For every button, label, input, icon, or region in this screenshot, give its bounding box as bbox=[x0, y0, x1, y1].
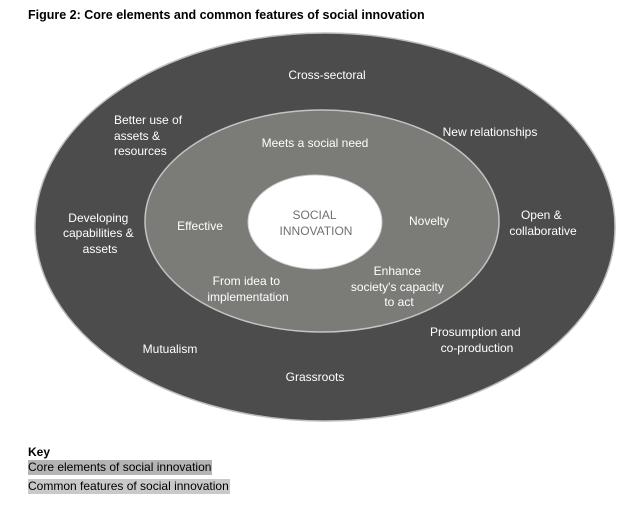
label-line: Meets a social need bbox=[262, 136, 369, 150]
label-line: Cross-sectoral bbox=[288, 68, 365, 82]
core-enhance-capacity: Enhance society's capacity to act bbox=[351, 264, 447, 309]
figure-title: Figure 2: Core elements and common featu… bbox=[28, 8, 425, 22]
social-innovation-diagram: SOCIAL INNOVATION Meets a social need Ef… bbox=[34, 32, 616, 422]
key-title: Key bbox=[28, 445, 51, 459]
core-meets-social-need: Meets a social need bbox=[262, 136, 369, 150]
label-line: assets bbox=[83, 242, 118, 256]
label-line: Novelty bbox=[409, 214, 449, 228]
key-core-elements: Core elements of social innovation bbox=[28, 460, 213, 475]
label-line: co-production bbox=[441, 341, 514, 355]
center-label-line: SOCIAL bbox=[293, 208, 337, 222]
label-line: Effective bbox=[177, 219, 223, 233]
label-line: resources bbox=[114, 144, 167, 158]
label-line: Developing bbox=[68, 211, 128, 225]
feature-grassroots: Grassroots bbox=[286, 370, 345, 384]
label-line: From idea to bbox=[213, 274, 281, 288]
core-idea-to-implementation: From idea to implementation bbox=[207, 274, 288, 304]
label-line: implementation bbox=[207, 290, 288, 304]
label-line: New relationships bbox=[443, 125, 538, 139]
feature-mutualism: Mutualism bbox=[143, 342, 198, 356]
label-line: Better use of bbox=[114, 113, 183, 127]
feature-new-relationships: New relationships bbox=[443, 125, 538, 139]
label-line: Enhance bbox=[374, 264, 422, 278]
label-line: to act bbox=[384, 295, 414, 309]
label-line: Grassroots bbox=[286, 370, 345, 384]
label-line: society's capacity bbox=[351, 280, 444, 294]
label-line: collaborative bbox=[509, 224, 577, 238]
core-novelty: Novelty bbox=[409, 214, 449, 228]
feature-prosumption: Prosumption and co-production bbox=[430, 325, 524, 355]
key-common-features: Common features of social innovation bbox=[28, 479, 230, 494]
center-label-line: INNOVATION bbox=[280, 224, 353, 238]
feature-open-collaborative: Open & collaborative bbox=[509, 208, 577, 238]
feature-developing-capabilities: Developing capabilities & assets bbox=[63, 211, 137, 256]
feature-cross-sectoral: Cross-sectoral bbox=[288, 68, 365, 82]
center-circle bbox=[247, 174, 383, 270]
center-label: SOCIAL INNOVATION bbox=[280, 208, 353, 238]
label-line: capabilities & bbox=[63, 226, 134, 240]
label-line: Open & bbox=[521, 208, 562, 222]
label-line: Prosumption and bbox=[430, 325, 521, 339]
label-line: Mutualism bbox=[143, 342, 198, 356]
core-effective: Effective bbox=[177, 219, 223, 233]
feature-better-use: Better use of assets & resources bbox=[114, 113, 185, 158]
label-line: assets & bbox=[114, 129, 160, 143]
